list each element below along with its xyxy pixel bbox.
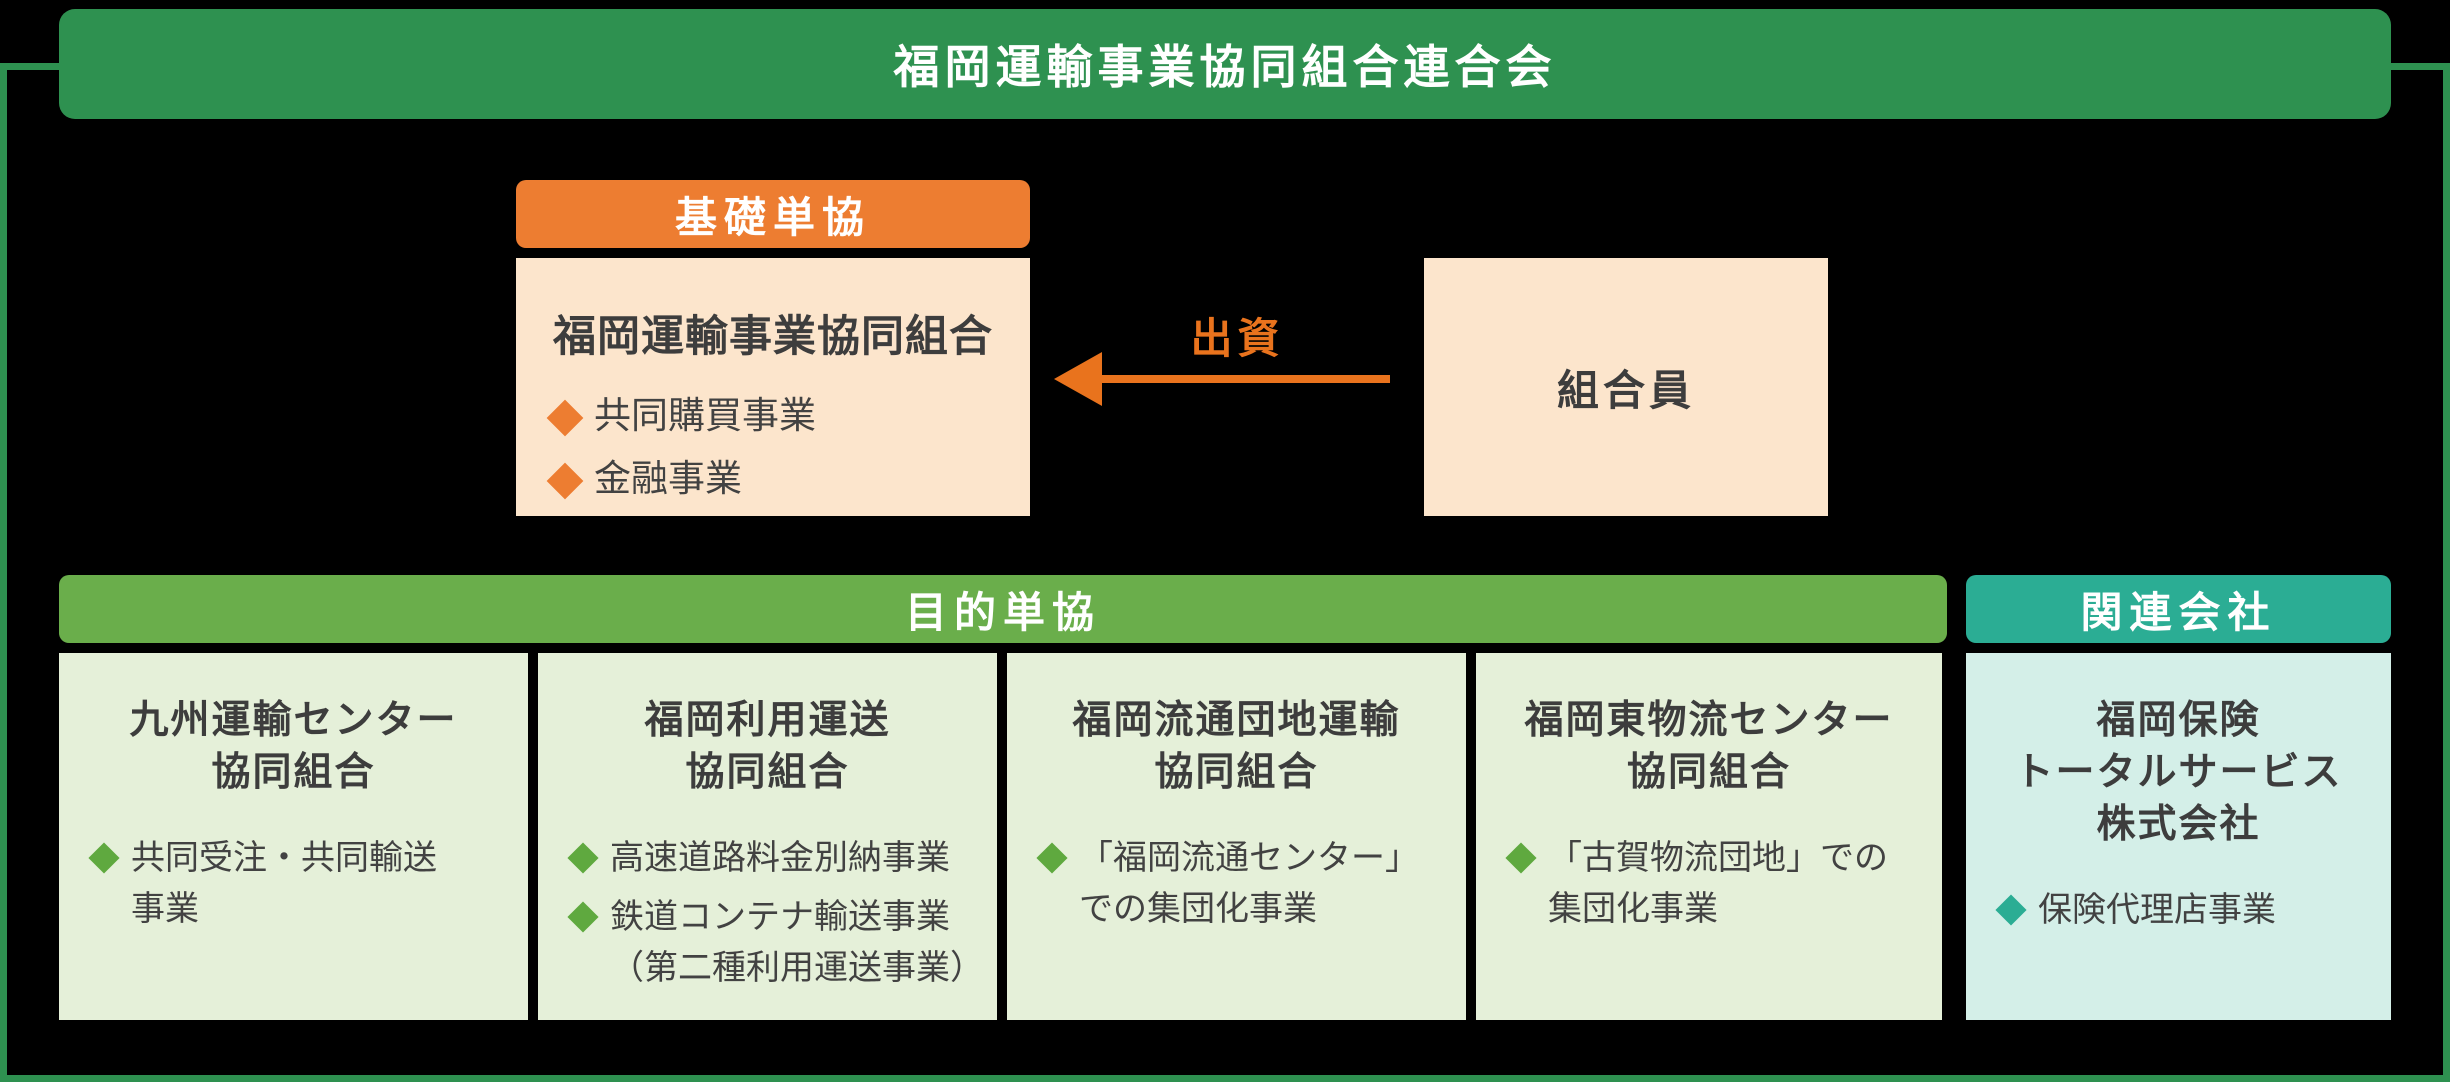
purpose-box-title: 福岡流通団地運輸 協同組合 [1072, 699, 1401, 794]
list-item: 共同購買事業 [546, 390, 1030, 441]
bullet-text: 鉄道コンテナ輸送事業 （第二種利用運送事業） [610, 897, 984, 987]
diamond-bullet-icon [1995, 894, 2027, 926]
diamond-bullet-icon [567, 901, 599, 933]
federation-title: 福岡運輸事業協同組合連合会 [893, 41, 1557, 93]
bullet-text: 保険代理店事業 [2038, 890, 2276, 929]
bullet-text: 金融事業 [594, 458, 742, 500]
purpose-box-kyushu-unyu-center: 九州運輸センター 協同組合 共同受注・共同輸送 事業 [59, 653, 528, 1020]
purpose-box-bullet-list: 共同受注・共同輸送 事業 [88, 833, 504, 935]
purpose-box-fukuoka-higashi-butsuryu: 福岡東物流センター 協同組合 「古賀物流団地」での 集団化事業 [1476, 653, 1942, 1020]
federation-banner: 福岡運輸事業協同組合連合会 [59, 9, 2391, 119]
purpose-box-fukuoka-riyo-unso: 福岡利用運送 協同組合 高速道路料金別納事業 鉄道コンテナ輸送事業 （第二種利用… [538, 653, 997, 1020]
investment-arrow-head-icon [1054, 352, 1102, 406]
members-title: 組合員 [1556, 366, 1695, 414]
diamond-bullet-icon [546, 462, 584, 500]
diamond-bullet-icon [546, 399, 584, 437]
list-item: 「古賀物流団地」での 集団化事業 [1505, 833, 1918, 935]
base-union-box: 福岡運輸事業協同組合 共同購買事業 金融事業 [516, 258, 1030, 516]
purpose-box-title: 福岡東物流センター 協同組合 [1524, 699, 1894, 794]
purpose-box-fukuoka-ryutsu-danchi: 福岡流通団地運輸 協同組合 「福岡流通センター」 での集団化事業 [1007, 653, 1466, 1020]
base-union-bullet-list: 共同購買事業 金融事業 [546, 390, 1030, 504]
investment-label: 出資 [1190, 315, 1285, 362]
purpose-unions-tag-label: 目的単協 [904, 588, 1101, 636]
purpose-box-title: 九州運輸センター 協同組合 [129, 699, 458, 794]
bullet-text: 共同購買事業 [594, 395, 816, 436]
bullet-text: 「福岡流通センター」 での集団化事業 [1079, 838, 1419, 928]
investment-arrow-shaft [1098, 375, 1390, 383]
diamond-bullet-icon [567, 842, 599, 874]
purpose-box-bullet-list: 「福岡流通センター」 での集団化事業 [1036, 833, 1442, 935]
list-item: 高速道路料金別納事業 [567, 833, 973, 884]
list-item: 鉄道コンテナ輸送事業 （第二種利用運送事業） [567, 892, 984, 994]
list-item: 共同受注・共同輸送 事業 [88, 833, 504, 935]
diamond-bullet-icon [1505, 842, 1537, 874]
diamond-bullet-icon [88, 842, 120, 874]
related-company-title: 福岡保険 トータルサービス 株式会社 [2014, 699, 2343, 846]
list-item: 「福岡流通センター」 での集団化事業 [1036, 833, 1442, 935]
purpose-box-title: 福岡利用運送 協同組合 [644, 699, 891, 794]
related-company-tag: 関連会社 [1966, 575, 2391, 643]
list-item: 保険代理店事業 [1995, 885, 2367, 936]
related-company-tag-label: 関連会社 [2080, 588, 2277, 636]
base-union-tag: 基礎単協 [516, 180, 1030, 248]
members-box: 組合員 [1424, 258, 1828, 516]
base-union-tag-label: 基礎単協 [674, 193, 871, 241]
purpose-box-bullet-list: 「古賀物流団地」での 集団化事業 [1505, 833, 1918, 935]
base-union-title: 福岡運輸事業協同組合 [553, 313, 993, 361]
bullet-text: 共同受注・共同輸送 事業 [131, 838, 437, 928]
purpose-unions-tag: 目的単協 [59, 575, 1947, 643]
purpose-box-bullet-list: 高速道路料金別納事業 鉄道コンテナ輸送事業 （第二種利用運送事業） [567, 833, 984, 994]
bullet-text: 「古賀物流団地」での 集団化事業 [1548, 838, 1888, 928]
related-company-box: 福岡保険 トータルサービス 株式会社 保険代理店事業 [1966, 653, 2391, 1020]
related-company-bullet-list: 保険代理店事業 [1995, 885, 2367, 936]
bullet-text: 高速道路料金別納事業 [610, 838, 950, 877]
list-item: 金融事業 [546, 453, 1030, 504]
diamond-bullet-icon [1036, 842, 1068, 874]
